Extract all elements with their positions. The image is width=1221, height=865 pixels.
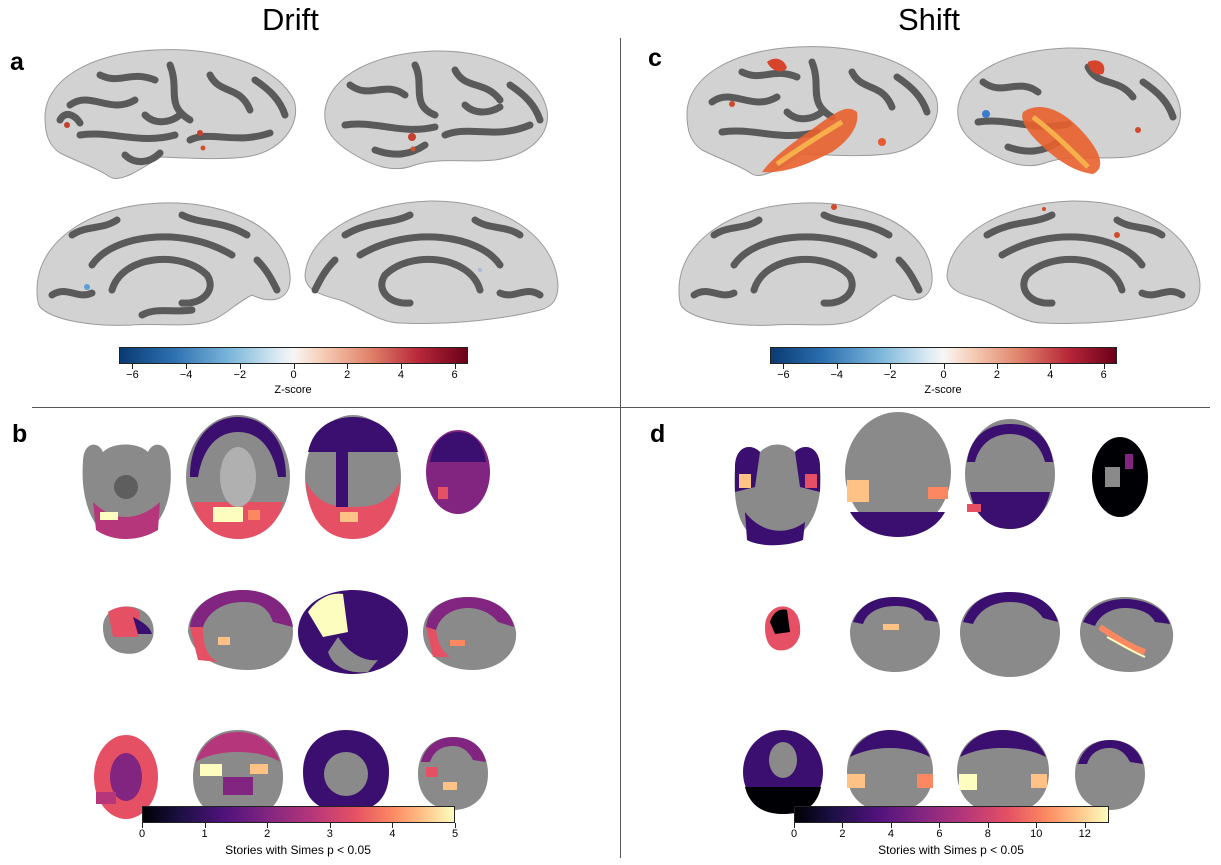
colorbar_drift-tick-label: 0 [138,828,146,840]
colorbar_zscore-tick-label: 4 [1047,369,1054,381]
title-drift: Drift [262,2,319,37]
axial-row-b [82,415,490,539]
colorbar_zscore-tick [132,364,134,369]
coronal-row-b [94,730,488,819]
colorbar_drift-tick [142,823,143,828]
colorbar_zscore-tick-label: 2 [993,369,1000,381]
colorbar_shift-tick [1036,823,1038,828]
colorbar_zscore-tick [186,364,188,369]
slices-shift [734,412,1174,814]
colorbar_zscore-tick [1103,364,1105,369]
colorbar_zscore-tick [836,364,838,369]
colorbar_shift-tick-label: 10 [1030,828,1043,840]
title-shift: Shift [898,2,961,37]
colorbar_zscore-tick-label: 4 [397,369,404,381]
colorbar_zscore-tick [347,364,349,369]
surface-medial-right-c [946,200,1201,324]
colorbar_drift-tick-label: 1 [201,828,208,840]
colorbar_zscore-tick [943,364,945,369]
colorbar_shift-tick-label: 8 [984,828,991,840]
colorbar-drift [142,806,455,823]
colorbar_shift-tick [939,823,941,828]
colorbar_drift-tick [267,823,269,828]
colorbar_drift-tick [329,823,331,828]
surface-lateral-left-a [44,49,297,179]
colorbar_drift-tick-label: 4 [389,828,396,840]
colorbar_shift-tick-label: 12 [1078,828,1091,840]
colorbar_zscore-tick [783,364,785,369]
panel-label-c: c [648,44,662,72]
slices-drift [82,415,517,819]
coronal-row-d [743,730,1145,814]
colorbar_zscore-tick-label: 2 [344,369,351,381]
sagittal-row-b [103,590,517,674]
colorbar_zscore-tick-label: 0 [940,369,947,381]
colorbar_drift-tick-label: 2 [264,828,271,840]
colorbar_shift-tick [987,823,989,828]
colorbar-shift [794,806,1109,823]
colorbar_zscore-tick [1050,364,1052,369]
colorbar_drift-tick-label: 3 [326,828,333,840]
colorbar-drift-label: Stories with Simes p < 0.05 [225,843,371,857]
colorbar-zscore-a [119,347,468,364]
panel-label-d: d [650,420,666,448]
colorbar_zscore-tick-label: −4 [830,369,843,381]
panel-label-b: b [12,420,28,448]
colorbar_shift-tick [794,823,795,828]
surface-medial-left-c [678,202,933,326]
colorbar_shift-tick [890,823,892,828]
colorbar_zscore-tick [454,364,456,369]
colorbar_drift-tick [455,823,456,828]
colorbar-zscore-c [770,347,1117,364]
colorbar_zscore-tick [890,364,892,369]
colorbar_shift-tick [1084,823,1086,828]
colorbar-zscore-c-label: Z-score [924,384,962,396]
surface-lateral-right-c [957,47,1181,174]
colorbar_shift-tick-label: 6 [936,828,943,840]
colorbar_shift-tick-label: 4 [887,828,894,840]
colorbar-zscore-a-label: Z-score [274,384,312,396]
colorbar_shift-tick [842,823,844,828]
horizontal-divider [32,407,1210,408]
colorbar_zscore-tick [293,364,295,369]
colorbar_zscore-tick-label: 0 [290,369,297,381]
colorbar_drift-tick [392,823,394,828]
surface-lateral-left-c [686,46,939,176]
colorbar_zscore-tick-label: −2 [883,369,897,381]
sagittal-row-d [765,592,1174,677]
colorbar_zscore-tick-label: −2 [233,369,247,381]
vertical-divider [620,38,621,858]
colorbar_zscore-tick-label: −4 [179,369,193,381]
colorbar_zscore-tick [239,364,241,369]
colorbar_zscore-tick-label: −6 [777,369,790,381]
colorbar_drift-tick [204,823,206,828]
surface-medial-left-a [36,202,291,326]
colorbar_shift-tick-label: 0 [790,828,798,840]
axial-row-d [734,412,1148,546]
colorbar-shift-label: Stories with Simes p < 0.05 [878,843,1024,857]
colorbar_zscore-tick [400,364,402,369]
surface-medial-right-a [304,200,559,324]
colorbar_zscore-tick-label: −6 [126,369,139,381]
colorbar_shift-tick-label: 2 [839,828,846,840]
colorbar_zscore-tick-label: 6 [1100,369,1107,381]
surface-lateral-right-a [324,50,548,170]
panel-label-a: a [10,48,24,76]
colorbar_drift-tick-label: 5 [451,828,459,840]
colorbar_zscore-tick-label: 6 [451,369,458,381]
colorbar_zscore-tick [996,364,998,369]
